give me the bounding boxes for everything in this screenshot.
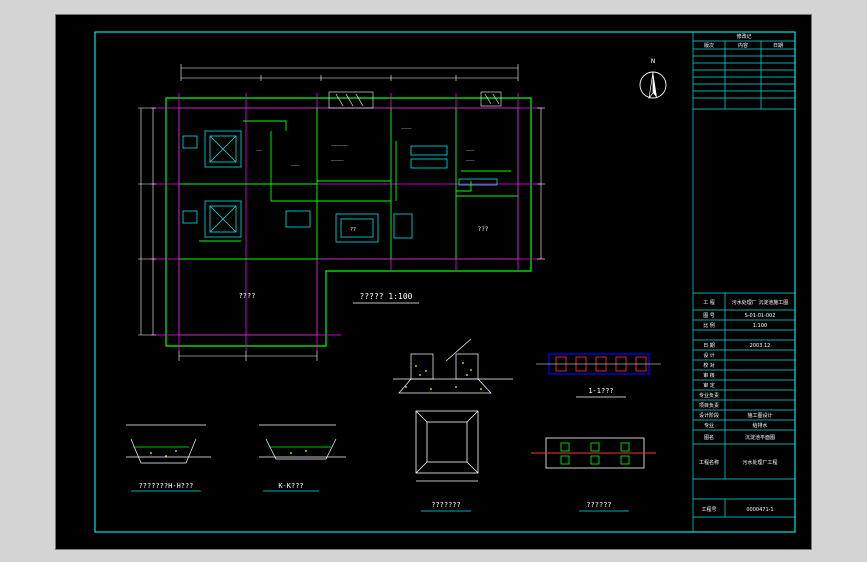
room-label-big: ???? xyxy=(239,292,256,300)
tb-design-stage-label: 设计阶段 xyxy=(699,412,719,419)
svg-text:—————: ————— xyxy=(401,126,412,130)
tb-date-value: 2003.12 xyxy=(750,343,771,349)
tb-revision-header: 修改记 xyxy=(736,33,751,40)
section-hh xyxy=(126,424,211,464)
tb-rev-col3: 日期 xyxy=(773,43,783,49)
detail-square xyxy=(415,410,479,482)
tb-scale-value: 1:100 xyxy=(753,323,767,329)
tb-spec-label: 专业 xyxy=(704,422,714,429)
top-dimension xyxy=(180,64,519,81)
detail-foundation xyxy=(531,437,656,469)
tb-date-label: 日 期 xyxy=(703,343,715,349)
title-block xyxy=(692,31,796,533)
cad-drawing: 修改记 版次 内容 日期 工 程 污水处理厂 沉淀池施工图 图 号 S-01-0… xyxy=(94,31,796,533)
tb-r3: 审 核 xyxy=(703,372,715,379)
tb-project-value: 污水处理厂工程 xyxy=(742,459,777,466)
north-label: N xyxy=(651,58,656,65)
room-label-right: ??? xyxy=(478,226,489,233)
svg-text:———: ——— xyxy=(256,148,263,152)
svg-text:————: ———— xyxy=(466,148,475,152)
tb-footer-label: 工程号 xyxy=(701,506,716,513)
tb-rev-col2: 内容 xyxy=(738,42,748,49)
tb-proj-label: 工 程 xyxy=(703,299,715,306)
plan-title: ????? 1:100 xyxy=(360,292,413,301)
tb-design-stage-value: 施工图设计 xyxy=(747,412,772,419)
tb-drawing-name-label: 图名 xyxy=(704,434,714,441)
tb-drawing-no-label: 图 号 xyxy=(703,313,715,319)
tb-r5: 专业负责 xyxy=(699,392,719,399)
tb-spec-value: 给排水 xyxy=(752,422,767,429)
tb-r2: 校 对 xyxy=(703,362,715,369)
svg-text:——————: —————— xyxy=(331,158,345,162)
tb-proj-value: 污水处理厂 沉淀池施工图 xyxy=(732,299,789,306)
svg-text:————————: ———————— xyxy=(331,143,349,147)
section-1-1-label: 1-1??? xyxy=(588,387,613,395)
drawing-sheet: 修改记 版次 内容 日期 工 程 污水处理厂 沉淀池施工图 图 号 S-01-0… xyxy=(55,14,812,550)
room-label-center: ?? xyxy=(350,227,356,233)
tb-r6: 项目负责 xyxy=(699,402,719,409)
svg-text:————: ———— xyxy=(291,163,300,167)
section-kk-label: K-K??? xyxy=(278,482,303,490)
tb-r4: 审 定 xyxy=(703,382,715,389)
tb-project-label: 工程名称 xyxy=(699,459,719,466)
north-arrow-icon: N xyxy=(639,58,667,100)
tb-rev-col1: 版次 xyxy=(704,42,714,49)
detail-square-label: ??????? xyxy=(431,501,461,509)
tb-footer-value: 0000471-1 xyxy=(746,507,773,513)
floor-plan: ———————— —————— ————— ———— ———— ——— ————… xyxy=(138,91,545,361)
svg-text:————: ———— xyxy=(466,158,475,162)
tb-scale-label: 比 例 xyxy=(703,322,715,329)
section-gravel xyxy=(393,338,513,394)
section-hh-label: ???????H-H??? xyxy=(139,482,194,490)
tb-drawing-name-value: 沉淀池平面图 xyxy=(745,434,775,441)
tb-r1: 设 计 xyxy=(703,352,715,359)
section-kk xyxy=(259,424,346,460)
tb-drawing-no-value: S-01-01-002 xyxy=(745,313,776,319)
detail-foundation-label: ?????? xyxy=(586,501,611,509)
section-1-1: 1-1??? xyxy=(536,353,661,398)
